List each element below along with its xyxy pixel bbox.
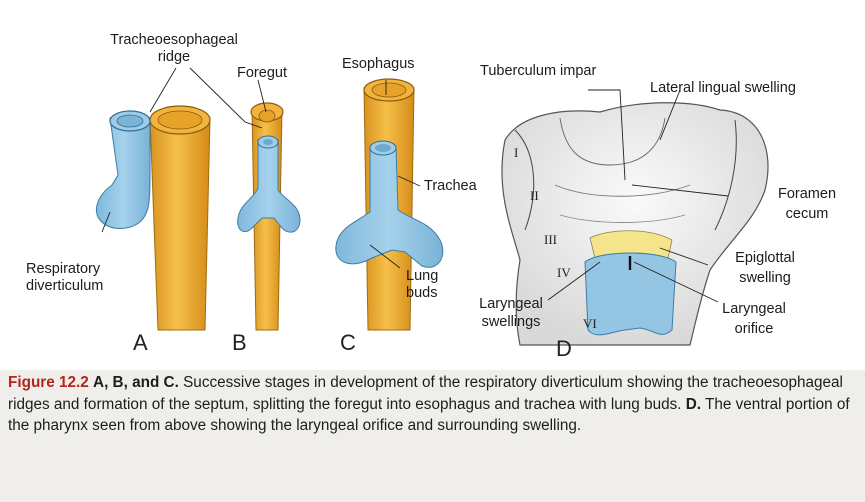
- label-foramen-cecum-line2: cecum: [752, 206, 862, 223]
- label-respiratory-diverticulum-line2: diverticulum: [26, 278, 103, 295]
- panel-label-a: A: [133, 330, 148, 356]
- panel-c-trachea-lung-buds: [336, 146, 443, 267]
- panel-label-d: D: [556, 336, 572, 362]
- label-laryngeal-swellings-line1: Laryngeal: [466, 296, 556, 313]
- label-laryngeal-orifice-line1: Laryngeal: [704, 301, 804, 318]
- figure-illustration: Tracheoesophageal ridge Respiratory dive…: [0, 0, 865, 370]
- panel-label-b: B: [232, 330, 247, 356]
- panel-a-esophagus: [150, 118, 210, 330]
- label-epiglottal-swelling-line2: swelling: [705, 270, 825, 287]
- label-esophagus: Esophagus: [342, 56, 415, 73]
- label-trachea: Trachea: [424, 178, 477, 195]
- label-laryngeal-swellings-line2: swellings: [466, 314, 556, 331]
- arch-label-iii: III: [544, 232, 557, 248]
- arch-label-ii: II: [530, 188, 539, 204]
- panel-a-respiratory-diverticulum: [96, 118, 150, 229]
- caption-figure-number: Figure 12.2: [8, 374, 89, 391]
- label-lung-buds-line2: buds: [406, 285, 437, 302]
- label-foregut: Foregut: [237, 65, 287, 82]
- panel-label-c: C: [340, 330, 356, 356]
- panel-a-drawing: [96, 106, 210, 330]
- label-tracheoesophageal-ridge-line2: ridge: [104, 49, 244, 66]
- figure-caption: Figure 12.2 A, B, and C. Successive stag…: [8, 372, 860, 437]
- caption-part-d: D.: [686, 396, 701, 413]
- arch-label-iv: IV: [557, 265, 571, 281]
- label-foramen-cecum-line1: Foramen: [752, 186, 862, 203]
- label-lateral-lingual-swelling: Lateral lingual swelling: [650, 80, 796, 97]
- panel-b-drawing: [238, 103, 300, 330]
- label-respiratory-diverticulum-line1: Respiratory: [26, 261, 100, 278]
- label-tracheoesophageal-ridge-line1: Tracheoesophageal: [104, 32, 244, 49]
- label-epiglottal-swelling-line1: Epiglottal: [705, 250, 825, 267]
- label-lung-buds-line1: Lung: [406, 268, 438, 285]
- label-tuberculum-impar: Tuberculum impar: [480, 63, 596, 80]
- panel-b-trachea: [238, 140, 300, 232]
- caption-part-abc: A, B, and C.: [93, 374, 179, 391]
- arch-label-vi: VI: [583, 316, 597, 332]
- arch-label-i: I: [514, 145, 518, 161]
- label-laryngeal-orifice-line2: orifice: [704, 321, 804, 338]
